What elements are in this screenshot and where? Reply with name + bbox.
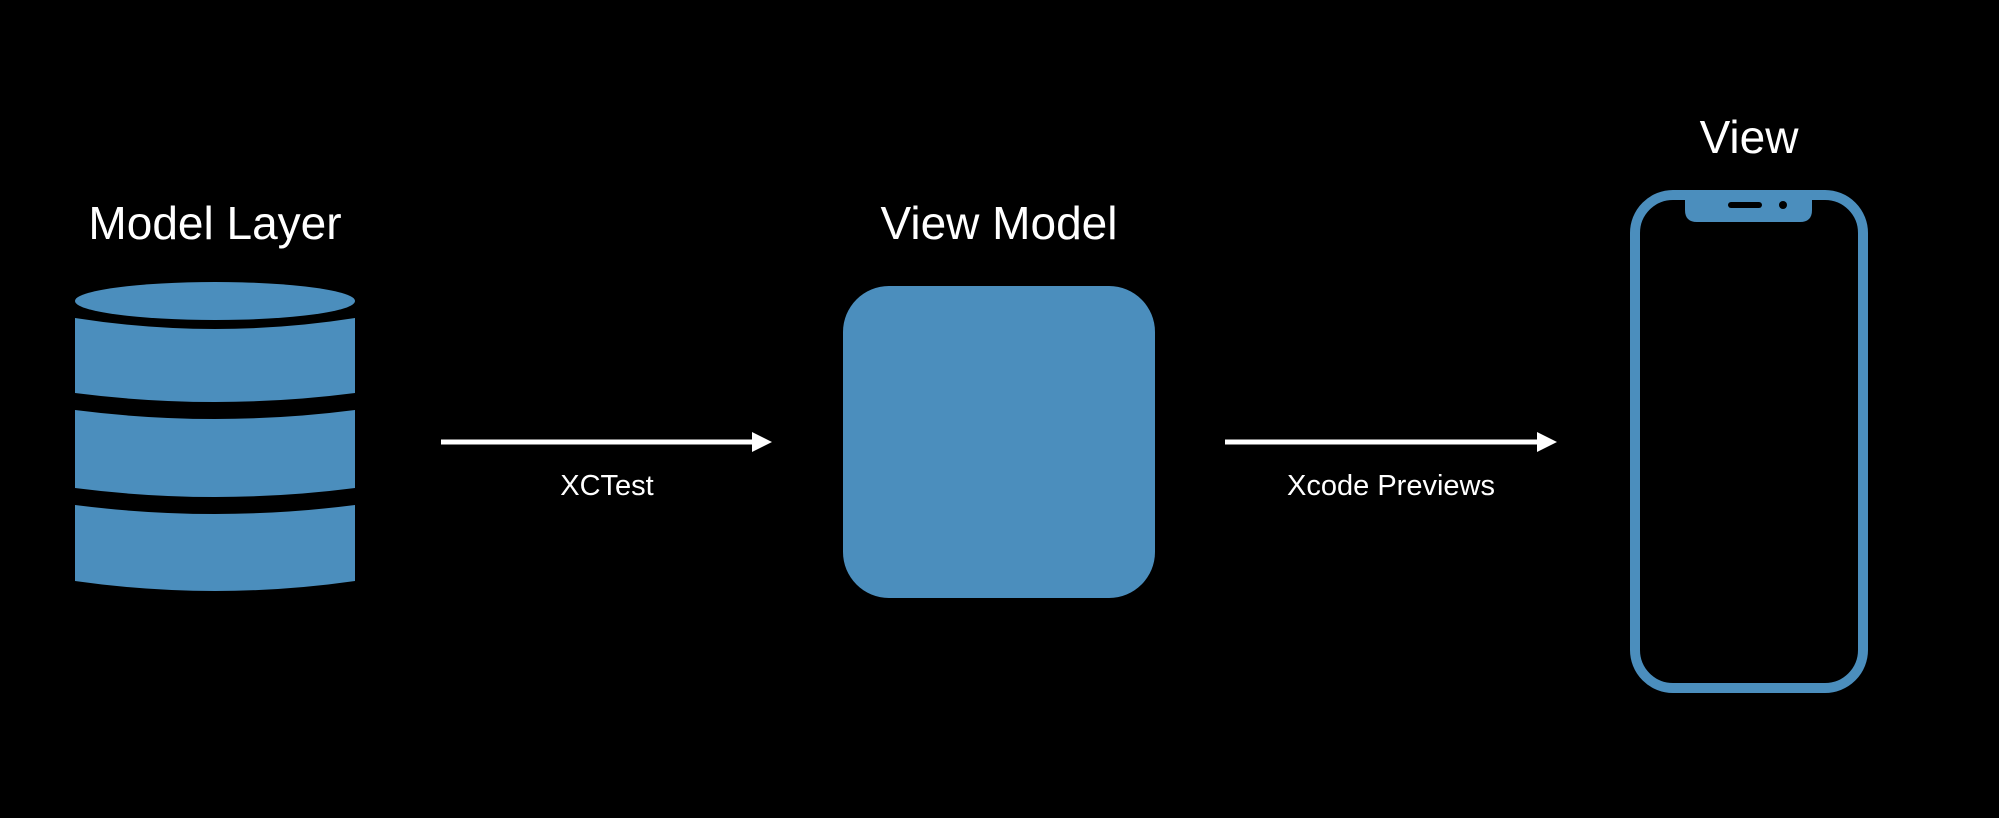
rounded-square-icon: [843, 286, 1155, 598]
view-model-title: View Model: [880, 197, 1118, 249]
arrow-xctest: [441, 432, 772, 452]
arrow-xcode-previews: [1225, 432, 1557, 452]
model-layer-title: Model Layer: [88, 197, 342, 249]
smartphone-icon: [1630, 190, 1868, 693]
xcode-previews-label: Xcode Previews: [1287, 470, 1495, 502]
view-title: View: [1699, 111, 1799, 163]
database-icon: [75, 282, 355, 591]
xctest-label: XCTest: [560, 470, 654, 502]
